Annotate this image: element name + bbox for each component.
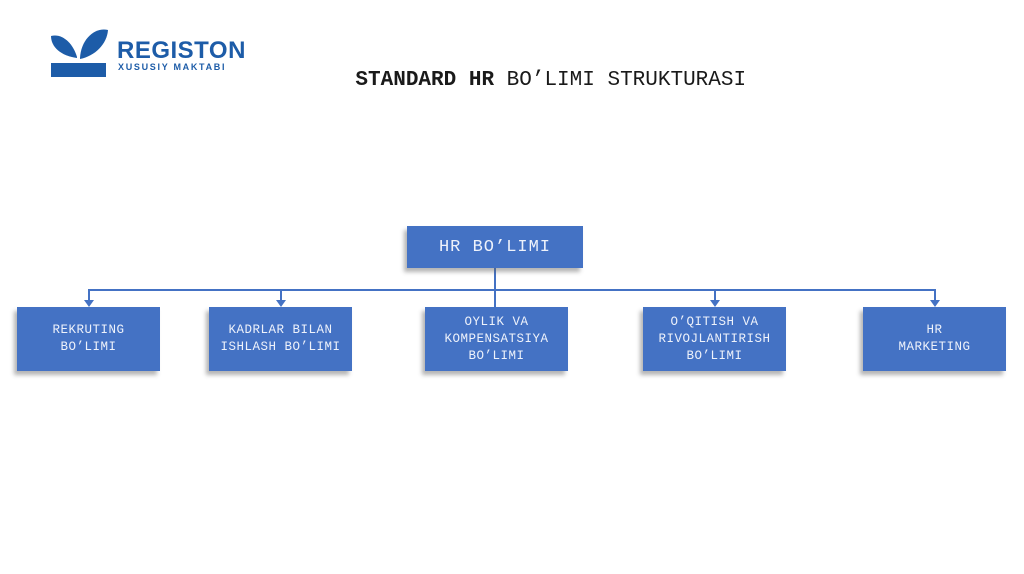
org-node-label-line: BO’LIMI (468, 348, 525, 363)
connector-horizontal-bus (88, 289, 936, 291)
org-node-label-line: HR (926, 323, 943, 337)
org-node-label-line: O’QITISH VA (670, 314, 759, 329)
registon-logo: REGISTON XUSUSIY MAKTABI (50, 26, 280, 82)
org-node-label-line: MARKETING (898, 340, 971, 354)
org-node-oylik-kompensatsiya: OYLIK VA KOMPENSATSIYA BO’LIMI (425, 307, 568, 371)
org-node-rekruting: REKRUTING BO’LIMI (17, 307, 160, 371)
org-node-label-line: REKRUTING (52, 323, 125, 337)
connector-drop-marketing (934, 290, 936, 301)
brand-name: REGISTON (117, 37, 246, 64)
org-node-label-line: ISHLASH BO’LIMI (220, 340, 341, 354)
connector-drop-rekruting (88, 290, 90, 301)
org-node-label: HR BO’LIMI (438, 237, 552, 257)
org-node-label-line: BO’LIMI (686, 348, 743, 363)
org-node-kadrlar-bilan-ishlash: KADRLAR BILAN ISHLASH BO’LIMI (209, 307, 352, 371)
open-book-logo-icon (51, 29, 108, 77)
connector-drop-oqitish (714, 290, 716, 301)
org-node-oqitish-rivojlantirish: O’QITISH VA RIVOJLANTIRISH BO’LIMI (643, 307, 786, 371)
org-node-label-line: OYLIK VA (464, 314, 529, 329)
arrow-down-icon (276, 300, 286, 307)
page-title-bold: STANDARD HR (355, 69, 495, 92)
org-node-hr-marketing: HR MARKETING (863, 307, 1006, 371)
connector-root-stub (494, 268, 496, 307)
connector-drop-kadrlar (280, 290, 282, 301)
org-node-label-line: KADRLAR BILAN (228, 323, 333, 337)
brand-tagline: XUSUSIY MAKTABI (118, 62, 227, 72)
arrow-down-icon (84, 300, 94, 307)
arrow-down-icon (930, 300, 940, 307)
page-title-regular: BO’LIMI STRUKTURASI (494, 69, 747, 92)
org-node-hr-bolimi: HR BO’LIMI (407, 226, 583, 268)
arrow-down-icon (710, 300, 720, 307)
org-node-label-line: RIVOJLANTIRISH (658, 331, 771, 346)
org-node-label-line: KOMPENSATSIYA (444, 331, 549, 346)
page-title: STANDARD HR BO’LIMI STRUKTURASI (305, 46, 746, 115)
org-node-label-line: BO’LIMI (60, 340, 117, 354)
